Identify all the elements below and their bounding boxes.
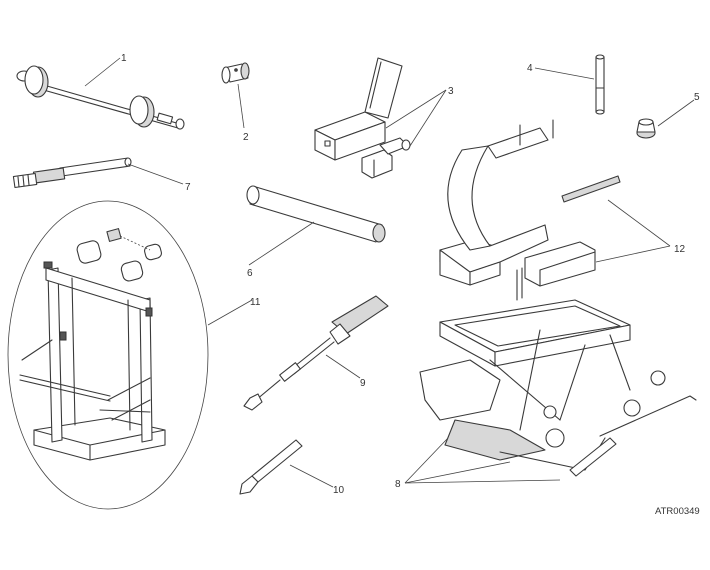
- callout-7: 7: [185, 182, 191, 193]
- part-3-case-and-clamp: [314, 57, 411, 179]
- drawing-code: ATR00349: [655, 506, 700, 517]
- leader-lines: [84, 57, 695, 488]
- callout-10: 10: [333, 485, 345, 496]
- callout-9: 9: [360, 378, 366, 389]
- callout-1: 1: [121, 53, 127, 64]
- part-1-shaft-tool: [16, 65, 185, 130]
- part-6-cylinder: [246, 185, 386, 243]
- callout-2: 2: [243, 132, 249, 143]
- callout-4: 4: [527, 63, 533, 74]
- callout-6: 6: [247, 268, 253, 279]
- part-4-pin: [595, 54, 605, 115]
- part-8-scissor-lift-stand: [419, 299, 697, 477]
- part-12-support-stand: [439, 119, 621, 301]
- part-9-adjuster-tool: [243, 295, 389, 411]
- part-5-cap-nut: [636, 118, 656, 139]
- part-7-threaded-handle: [12, 157, 132, 189]
- callout-11: 11: [250, 297, 261, 308]
- part-10-fork-tool: [239, 439, 303, 495]
- callout-labels: 1 2 3 4 5 6 7 8 9 10 11 12 ATR00349: [121, 53, 700, 517]
- callout-12: 12: [674, 244, 686, 255]
- callout-3: 3: [448, 86, 454, 97]
- part-11-press-stand: [7, 200, 209, 510]
- part-2-bushing: [221, 62, 250, 84]
- callout-5: 5: [694, 92, 700, 103]
- callout-8: 8: [395, 479, 401, 490]
